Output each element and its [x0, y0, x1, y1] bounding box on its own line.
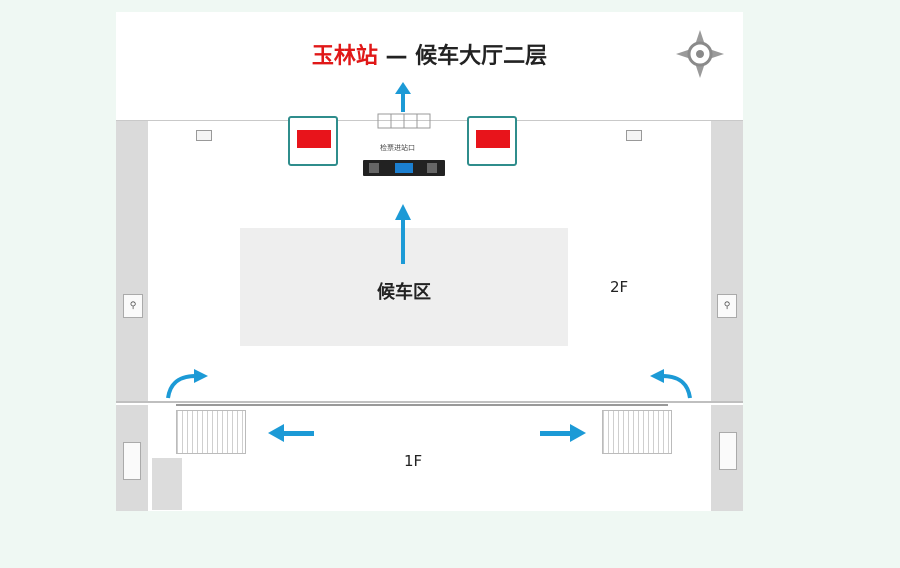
arrow-up-gate-head — [395, 204, 411, 220]
exit-box — [152, 458, 182, 510]
restroom-icon-right: ⚲ — [717, 294, 737, 318]
escalator-right — [602, 410, 672, 454]
floor-label-2f: 2F — [610, 278, 629, 296]
ad-board-right — [467, 116, 517, 166]
station-name: 玉林站 — [311, 44, 378, 69]
ad-board-left — [288, 116, 338, 166]
floor-divider — [116, 401, 743, 403]
arrow-curve-right — [661, 374, 692, 399]
arrow-up-gate — [401, 218, 405, 264]
gate-label: 检票进站口 — [380, 144, 415, 152]
sign-top-left — [196, 130, 212, 141]
sign-top-right — [626, 130, 642, 141]
ticket-gates-icon — [377, 113, 431, 129]
ad-panel-left — [297, 130, 331, 148]
right-wall-upper — [711, 121, 743, 401]
map-title: 玉林站 — 候车大厅二层 — [116, 38, 743, 70]
waiting-area-label: 候车区 — [377, 282, 431, 303]
map-subtitle: — 候车大厅二层 — [385, 44, 548, 69]
floor-label-1f: 1F — [404, 452, 423, 470]
restroom-icon-left: ⚲ — [123, 294, 143, 318]
arrow-curve-left — [166, 374, 197, 399]
ad-panel-right — [476, 130, 510, 148]
left-wall-upper — [116, 121, 148, 401]
sign-lower-right — [719, 432, 737, 470]
sign-lower-left — [123, 442, 141, 480]
escalator-left — [176, 410, 246, 454]
arrow-right — [540, 431, 572, 436]
station-map: 玉林站 — 候车大厅二层 检票进站口 — [116, 12, 743, 511]
arrow-left — [282, 431, 314, 436]
direction-arrows — [166, 82, 692, 442]
gate-counter — [363, 160, 445, 176]
arrow-up-exit-head — [395, 82, 411, 94]
arrow-left-head — [268, 424, 284, 442]
railing — [176, 404, 668, 406]
compass-rose-icon — [676, 30, 724, 78]
arrow-right-head — [570, 424, 586, 442]
arrow-up-exit — [401, 92, 405, 112]
